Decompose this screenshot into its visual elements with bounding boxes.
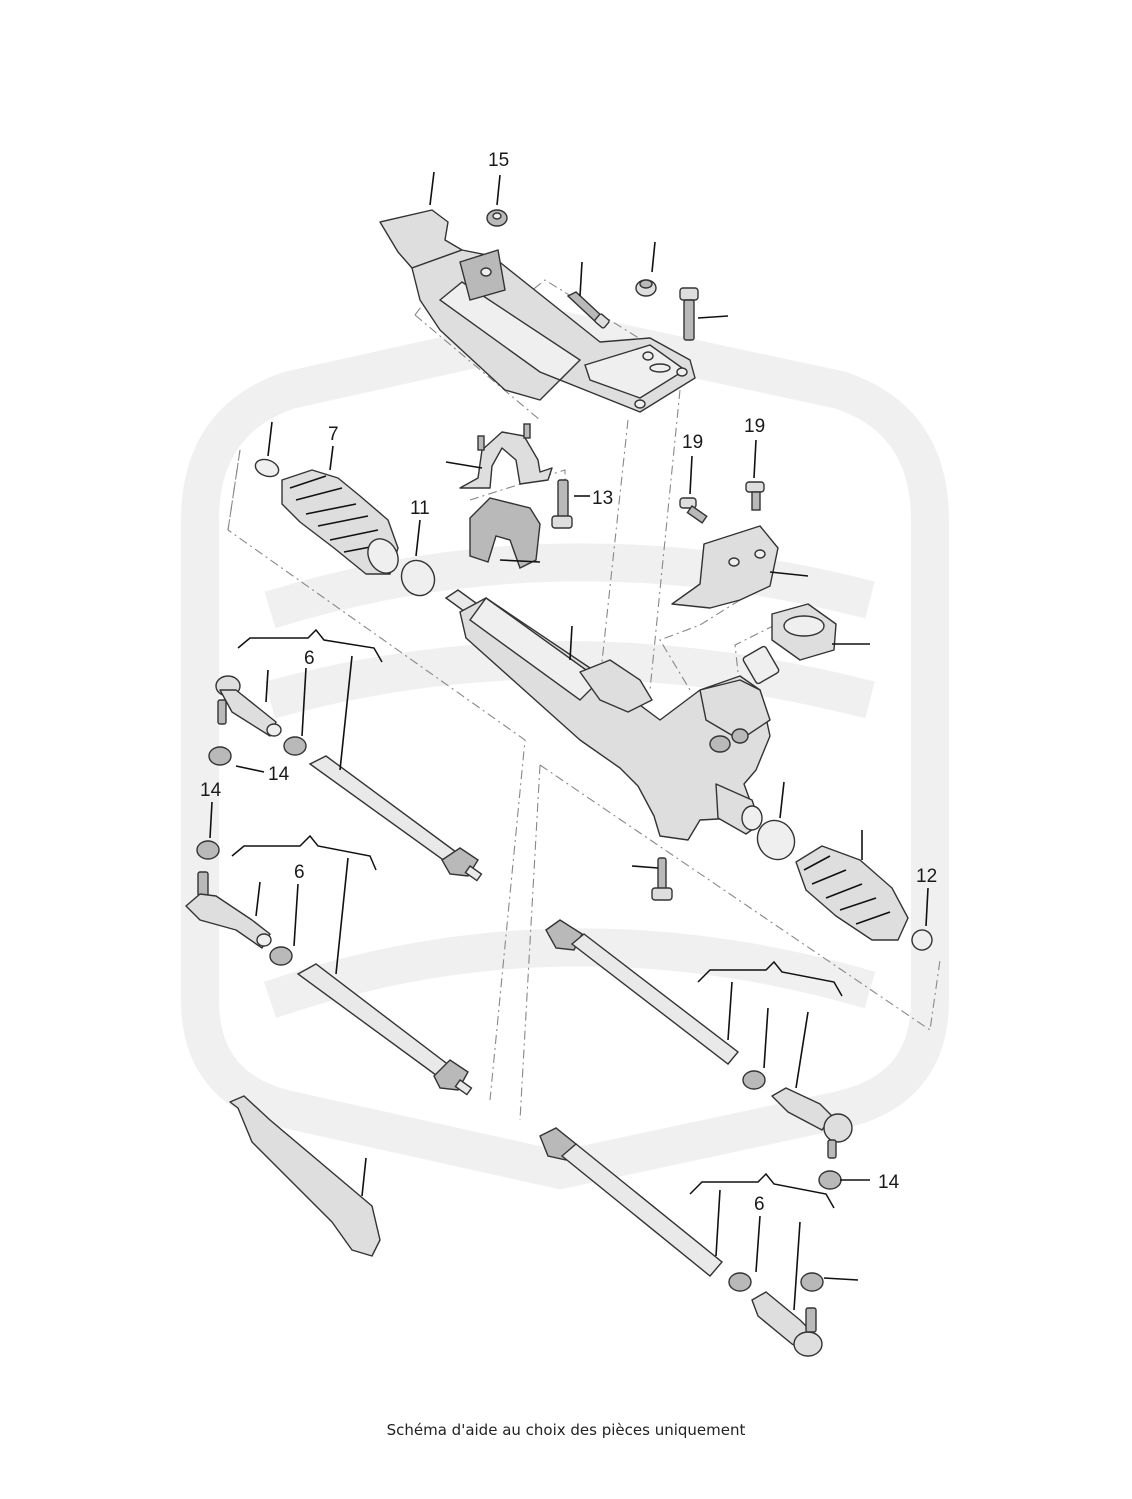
rubber-bushing [469,497,541,569]
nut-right-lower-detached [800,1272,824,1292]
bolt-19-right [745,481,765,511]
callout-15: 15 [488,150,509,171]
callout-19-left: 19 [682,432,703,453]
nut-14-left-lower [196,840,220,860]
callout-6-lower-left: 6 [294,862,305,883]
clamp-bracket [459,423,553,489]
watermark-logo [181,311,949,1189]
callout-13: 13 [592,488,613,509]
steering-rack-housing [444,589,780,841]
shield-plate [671,525,779,609]
leader-lines [209,171,929,1311]
callout-12: 12 [916,866,937,887]
callout-14-right: 14 [878,1172,900,1193]
bolt-13 [551,479,573,529]
tie-rod-end-upper-left [215,675,282,737]
diagram-caption: Schéma d'aide au choix des pièces unique… [386,1421,746,1439]
nut-14-left-upper [208,746,232,766]
callout-7: 7 [328,424,339,445]
callout-6-upper-left: 6 [304,648,315,669]
bolt-bracket-right [679,287,699,341]
tie-rod-upper-right [545,919,740,1065]
tie-rod-lower-left [296,963,473,1096]
callout-14-left-upper: 14 [268,764,290,785]
clamp-ring-11 [400,559,436,597]
tie-rod-upper-left [308,755,483,882]
steering-boot-7 [281,469,399,575]
nut-upper-right [742,1070,766,1090]
tie-rod-lower-right [539,1127,724,1277]
nut-upper-left [283,736,307,756]
tie-rod-end-lower-right [751,1291,823,1357]
group-brackets [231,628,843,1209]
nut-lower-right [728,1272,752,1292]
assembly-guide-lines [227,279,941,1121]
nut-14-right-upper [818,1170,842,1190]
bolt-rack-lower [651,857,673,901]
callout-11: 11 [410,498,430,519]
nut-15 [486,209,508,227]
callout-14-left-lower: 14 [200,780,222,801]
bolt-bracket-left [566,291,610,329]
callout-6-lower-right: 6 [754,1194,765,1215]
clamp-ring-right [756,819,796,861]
mounting-bracket [379,209,696,413]
callout-labels: 15 7 11 13 19 19 6 14 14 6 12 14 6 [200,150,937,1215]
steering-boot-right [795,845,909,941]
clamp-ring-12 [911,929,933,951]
gasket-seal [771,603,837,661]
bolt-19-left [679,497,708,524]
nut-lower-left [269,946,293,966]
flange-nut-top [635,279,657,297]
grease-tube [229,1095,381,1257]
tie-rod-end-lower-left [185,871,272,949]
callout-19-right: 19 [744,416,765,437]
clamp-ring-left [254,458,280,478]
tie-rod-end-upper-right [771,1087,853,1159]
